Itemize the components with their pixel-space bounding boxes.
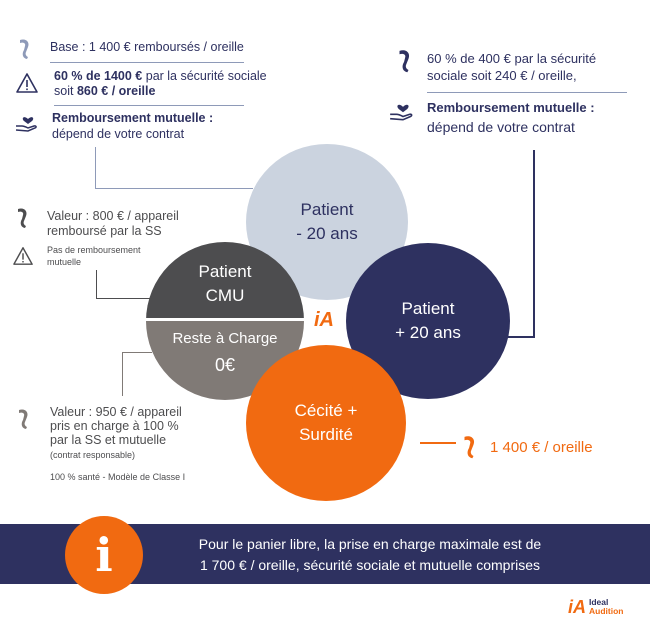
mutuelle-title-right: Remboursement mutuelle : — [427, 100, 595, 115]
circle-label: Patient — [300, 200, 354, 219]
info-circle: i — [65, 516, 143, 594]
brand-mark: iA — [568, 597, 586, 617]
connector-line — [505, 336, 535, 338]
circle-label: CMU — [205, 286, 245, 305]
cecite-amount-text: 1 400 € / oreille — [490, 439, 593, 456]
rac-line1: Valeur : 950 € / appareil — [50, 405, 182, 419]
banner-line2: 1 700 € / oreille, sécurité sociale et m… — [199, 557, 541, 573]
circle-label: Cécité + — [294, 401, 358, 420]
circle-cmu-rac: Patient CMU Reste à Charge 0€ — [146, 242, 304, 400]
ss-reimbursement-text: 60 % de 1400 € par la sécurité sociale s… — [54, 69, 267, 99]
circle-label: Surdité — [299, 425, 353, 444]
brand-name: Ideal Audition — [589, 598, 623, 616]
circle-patient-plus-20: Patient + 20 ans — [346, 243, 510, 399]
brand-name-line1: Ideal — [589, 597, 609, 607]
banner-line1: Pour le panier libre, la prise en charge… — [198, 536, 542, 552]
circle-label: 0€ — [214, 355, 236, 375]
ss-amount-text: 860 € / oreille — [76, 84, 156, 98]
hearing-aid-icon — [19, 409, 28, 429]
rac-contract-note: (contrat responsable) — [50, 450, 136, 460]
brand-name-line2: Audition — [589, 606, 624, 616]
info-icon: i — [95, 528, 113, 582]
connector-line — [96, 298, 152, 299]
cmu-line2: remboursé par la SS — [47, 224, 162, 238]
circle-label: Patient — [401, 299, 455, 318]
connector-line — [122, 352, 152, 353]
brand-logo: iA Ideal Audition — [568, 595, 623, 619]
connector-line — [96, 270, 97, 298]
hearing-aid-icon — [18, 208, 27, 228]
hand-heart-icon — [15, 117, 37, 132]
mutuelle-text-left: dépend de votre contrat — [52, 127, 185, 141]
circle-label: + 20 ans — [395, 323, 461, 342]
warning-icon — [13, 247, 33, 265]
circle-cmu-half — [146, 242, 304, 318]
connector-line — [95, 188, 253, 189]
rac-line2: pris en charge à 100 % — [50, 419, 179, 433]
cmu-note2: mutuelle — [47, 257, 82, 267]
ss-right-line1: 60 % de 400 € par la sécurité — [427, 51, 597, 66]
circle-label: - 20 ans — [296, 224, 358, 243]
mutuelle-text-right: dépend de votre contrat — [427, 119, 575, 135]
connector-line — [420, 442, 456, 444]
circle-label: Patient — [198, 262, 252, 281]
circle-label: Reste à Charge — [172, 330, 278, 347]
connector-line — [122, 352, 123, 396]
cmu-note1: Pas de remboursement — [47, 245, 141, 255]
circle-cmu-label: Patient CMU — [146, 260, 304, 308]
connector-line — [95, 147, 96, 189]
base-reimbursement-text: Base : 1 400 € remboursés / oreille — [50, 40, 244, 54]
warning-icon — [16, 73, 38, 93]
circle-cecite-surdite: Cécité + Surdité — [246, 345, 406, 501]
rac-class-note: 100 % santé - Modèle de Classe I — [50, 472, 186, 482]
circle-rac-label: Reste à Charge 0€ — [146, 328, 304, 380]
ss-right-line2: sociale soit 240 € / oreille, — [427, 68, 577, 83]
ss-rest-text: par la sécurité sociale — [142, 69, 267, 83]
banner-text: Pour le panier libre, la prise en charge… — [150, 534, 590, 576]
hand-heart-icon — [390, 104, 413, 121]
divider — [50, 62, 244, 63]
ss-percent-text: 60 % de 1400 € — [54, 69, 143, 83]
connector-line — [533, 150, 535, 338]
ss-soit-text: soit — [54, 84, 77, 98]
divider — [54, 105, 244, 106]
center-logo: iA — [314, 309, 334, 331]
hearing-aid-icon — [464, 436, 475, 459]
ss-reimbursement-right: 60 % de 400 € par la sécurité sociale so… — [427, 50, 596, 84]
hearing-aid-icon — [399, 50, 410, 73]
cmu-line1: Valeur : 800 € / appareil — [47, 209, 179, 223]
mutuelle-title-left: Remboursement mutuelle : — [52, 111, 214, 125]
cmu-note-text: Pas de remboursement mutuelle — [47, 244, 141, 268]
divider — [427, 92, 627, 93]
hearing-aid-icon — [20, 39, 29, 59]
cmu-value-text: Valeur : 800 € / appareil remboursé par … — [47, 209, 179, 239]
rac-line3: par la SS et mutuelle — [50, 433, 167, 447]
rac-value-text: Valeur : 950 € / appareil pris en charge… — [50, 405, 182, 447]
